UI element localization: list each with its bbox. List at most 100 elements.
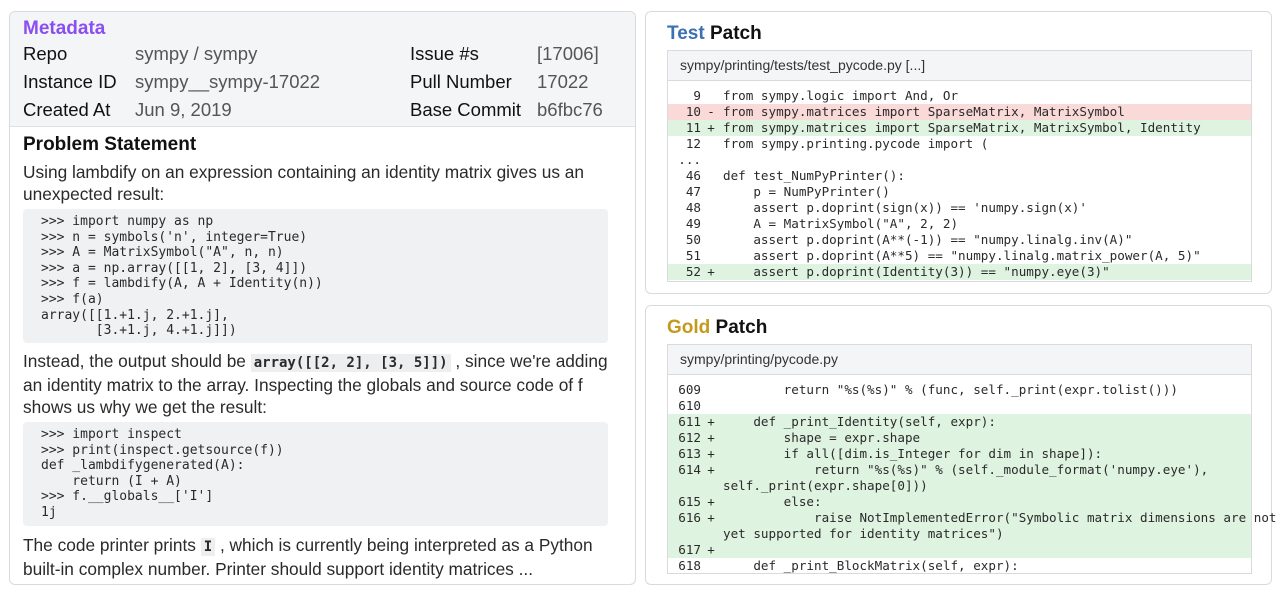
diff-line: 46 def test_NumPyPrinter(): — [668, 168, 1251, 184]
diff-line: 618 def _print_BlockMatrix(self, expr): — [668, 558, 1251, 574]
diff-line: 47 p = NumPyPrinter() — [668, 184, 1251, 200]
diff-line: 12 from sympy.printing.pycode import ( — [668, 136, 1251, 152]
diff-line-marker: + — [707, 494, 715, 509]
diff-line-number: 11 — [685, 120, 701, 135]
diff-line: 615+ else: — [668, 494, 1251, 510]
diff-line-code: assert p.doprint(sign(x)) == 'numpy.sign… — [723, 200, 1087, 215]
gold-patch-filename[interactable]: sympy/printing/pycode.py — [668, 345, 1251, 375]
metadata-panel: Metadata Repo sympy / sympy Issue #s [17… — [10, 12, 635, 127]
diff-line-number: 614 — [678, 462, 701, 477]
commit-value[interactable]: b6fbc76 — [537, 99, 603, 120]
diff-line-number: 51 — [685, 248, 701, 263]
para3-text-post: , which is currently being interpreted a… — [23, 535, 593, 579]
diff-line: 49 A = MatrixSymbol("A", 2, 2) — [668, 216, 1251, 232]
diff-line-code: def _print_BlockMatrix(self, expr): — [723, 558, 1019, 573]
diff-line-code: from sympy.printing.pycode import ( — [723, 136, 989, 151]
diff-line: 48 assert p.doprint(sign(x)) == 'numpy.s… — [668, 200, 1251, 216]
diff-line-code: if all([dim.is_Integer for dim in shape]… — [723, 446, 1103, 461]
diff-line-code: raise NotImplementedError("Symbolic matr… — [723, 510, 1277, 525]
diff-line: ... — [668, 152, 1251, 168]
gold-patch-title-accent: Gold — [667, 317, 711, 338]
diff-line-code: self._print(expr.shape[0])) — [723, 478, 928, 493]
test-patch-card: Test Patch sympy/printing/tests/test_pyc… — [645, 11, 1272, 294]
diff-line-number: ... — [678, 152, 701, 167]
metadata-title: Metadata — [23, 18, 106, 39]
diff-line-number: 50 — [685, 232, 701, 247]
diff-line-code: else: — [723, 494, 822, 509]
diff-line: 50 assert p.doprint(A**(-1)) == "numpy.l… — [668, 232, 1251, 248]
diff-line-number: 10 — [685, 104, 701, 119]
diff-line: self._print(expr.shape[0])) — [668, 478, 1251, 494]
code-line: >>> f = lambdify(A, A + Identity(n)) — [41, 276, 323, 292]
diff-line-marker: - — [707, 104, 715, 119]
code-line: >>> A = MatrixSymbol("A", n, n) — [41, 245, 284, 261]
diff-line-number: 609 — [678, 382, 701, 397]
code-line: >>> f.__globals__['I'] — [41, 489, 214, 505]
diff-line-code: def _print_Identity(self, expr): — [723, 414, 996, 429]
diff-line-marker: + — [707, 120, 715, 135]
diff-line-number: 12 — [685, 136, 701, 151]
code-line: [3.+1.j, 4.+1.j]]) — [41, 323, 237, 339]
diff-line-code: from sympy.matrices import SparseMatrix,… — [723, 104, 1125, 119]
problem-paragraph-2: Instead, the output should be array([[2,… — [23, 350, 628, 418]
code-line: return (I + A) — [41, 473, 182, 489]
diff-line-number: 48 — [685, 200, 701, 215]
diff-line-code: assert p.doprint(Identity(3)) == "numpy.… — [723, 264, 1110, 279]
para2-text-post: , since we're adding an identity matrix … — [23, 351, 608, 417]
created-value: Jun 9, 2019 — [135, 99, 232, 120]
code-block-lambdify: >>> import numpy as np>>> n = symbols('n… — [23, 209, 608, 343]
issue-value[interactable]: [17006] — [537, 43, 599, 64]
code-line: >>> n = symbols('n', integer=True) — [41, 229, 308, 245]
diff-line-marker: + — [707, 414, 715, 429]
test-patch-title: Test Patch — [667, 23, 762, 45]
code-line: array([[1.+1.j, 2.+1.j], — [41, 307, 229, 323]
commit-label: Base Commit — [410, 99, 522, 120]
diff-line-marker: + — [707, 462, 715, 477]
diff-line-code: return "%s(%s)" % (self._module_format('… — [723, 462, 1209, 477]
diff-line-number: 617 — [678, 542, 701, 557]
diff-line-code: A = MatrixSymbol("A", 2, 2) — [723, 216, 959, 231]
instance-label: Instance ID — [23, 71, 117, 92]
diff-line-number: 616 — [678, 510, 701, 525]
diff-line: 51 assert p.doprint(A**5) == "numpy.lina… — [668, 248, 1251, 264]
created-label: Created At — [23, 99, 111, 120]
pull-value[interactable]: 17022 — [537, 71, 589, 92]
pull-label: Pull Number — [410, 71, 512, 92]
diff-line-code: p = NumPyPrinter() — [723, 184, 890, 199]
repo-value[interactable]: sympy / sympy — [135, 43, 258, 64]
problem-statement-title: Problem Statement — [23, 134, 197, 155]
issue-card: Metadata Repo sympy / sympy Issue #s [17… — [9, 11, 636, 585]
diff-line-number: 9 — [693, 88, 701, 103]
diff-line-marker: + — [707, 510, 715, 525]
diff-line: 612+ shape = expr.shape — [668, 430, 1251, 446]
diff-line: 610 — [668, 398, 1251, 414]
code-line: >>> import numpy as np — [41, 214, 214, 229]
instance-value: sympy__sympy-17022 — [135, 71, 321, 92]
diff-line: 609 return "%s(%s)" % (func, self._print… — [668, 382, 1251, 398]
diff-line-number: 46 — [685, 168, 701, 183]
diff-line-code: from sympy.matrices import SparseMatrix,… — [723, 120, 1201, 135]
code-line: 1j — [41, 504, 57, 520]
test-patch-diff: sympy/printing/tests/test_pycode.py [...… — [667, 50, 1252, 282]
diff-line-number: 52 — [685, 264, 701, 279]
diff-line-code: shape = expr.shape — [723, 430, 921, 445]
diff-line: 614 + return "%s(%s)" % (self._module_for… — [668, 462, 1251, 478]
diff-line-marker: + — [707, 430, 715, 445]
code-line: def _lambdifygenerated(A): — [41, 458, 245, 474]
repo-label: Repo — [23, 43, 68, 64]
diff-line: 616 + raise NotImplementedError("Symbolic… — [668, 510, 1277, 526]
code-line: >>> import inspect — [41, 427, 182, 442]
diff-line: 52+ assert p.doprint(Identity(3)) == "nu… — [668, 264, 1251, 280]
para2-text-pre: Instead, the output should be — [23, 351, 251, 371]
diff-line-number: 618 — [678, 558, 701, 573]
test-patch-filename[interactable]: sympy/printing/tests/test_pycode.py [...… — [668, 51, 1251, 81]
gold-patch-diff: sympy/printing/pycode.py 609 return "%s(… — [667, 344, 1277, 574]
diff-line-code: def test_NumPyPrinter(): — [723, 168, 905, 183]
diff-line-code: assert p.doprint(A**5) == "numpy.linalg.… — [723, 248, 1201, 263]
code-line: >>> f(a) — [41, 291, 104, 307]
diff-line: 11 + from sympy.matrices import SparseMatr… — [668, 120, 1251, 136]
diff-line-number: 613 — [678, 446, 701, 461]
gold-patch-card: Gold Patch sympy/printing/pycode.py 609 … — [645, 305, 1277, 585]
